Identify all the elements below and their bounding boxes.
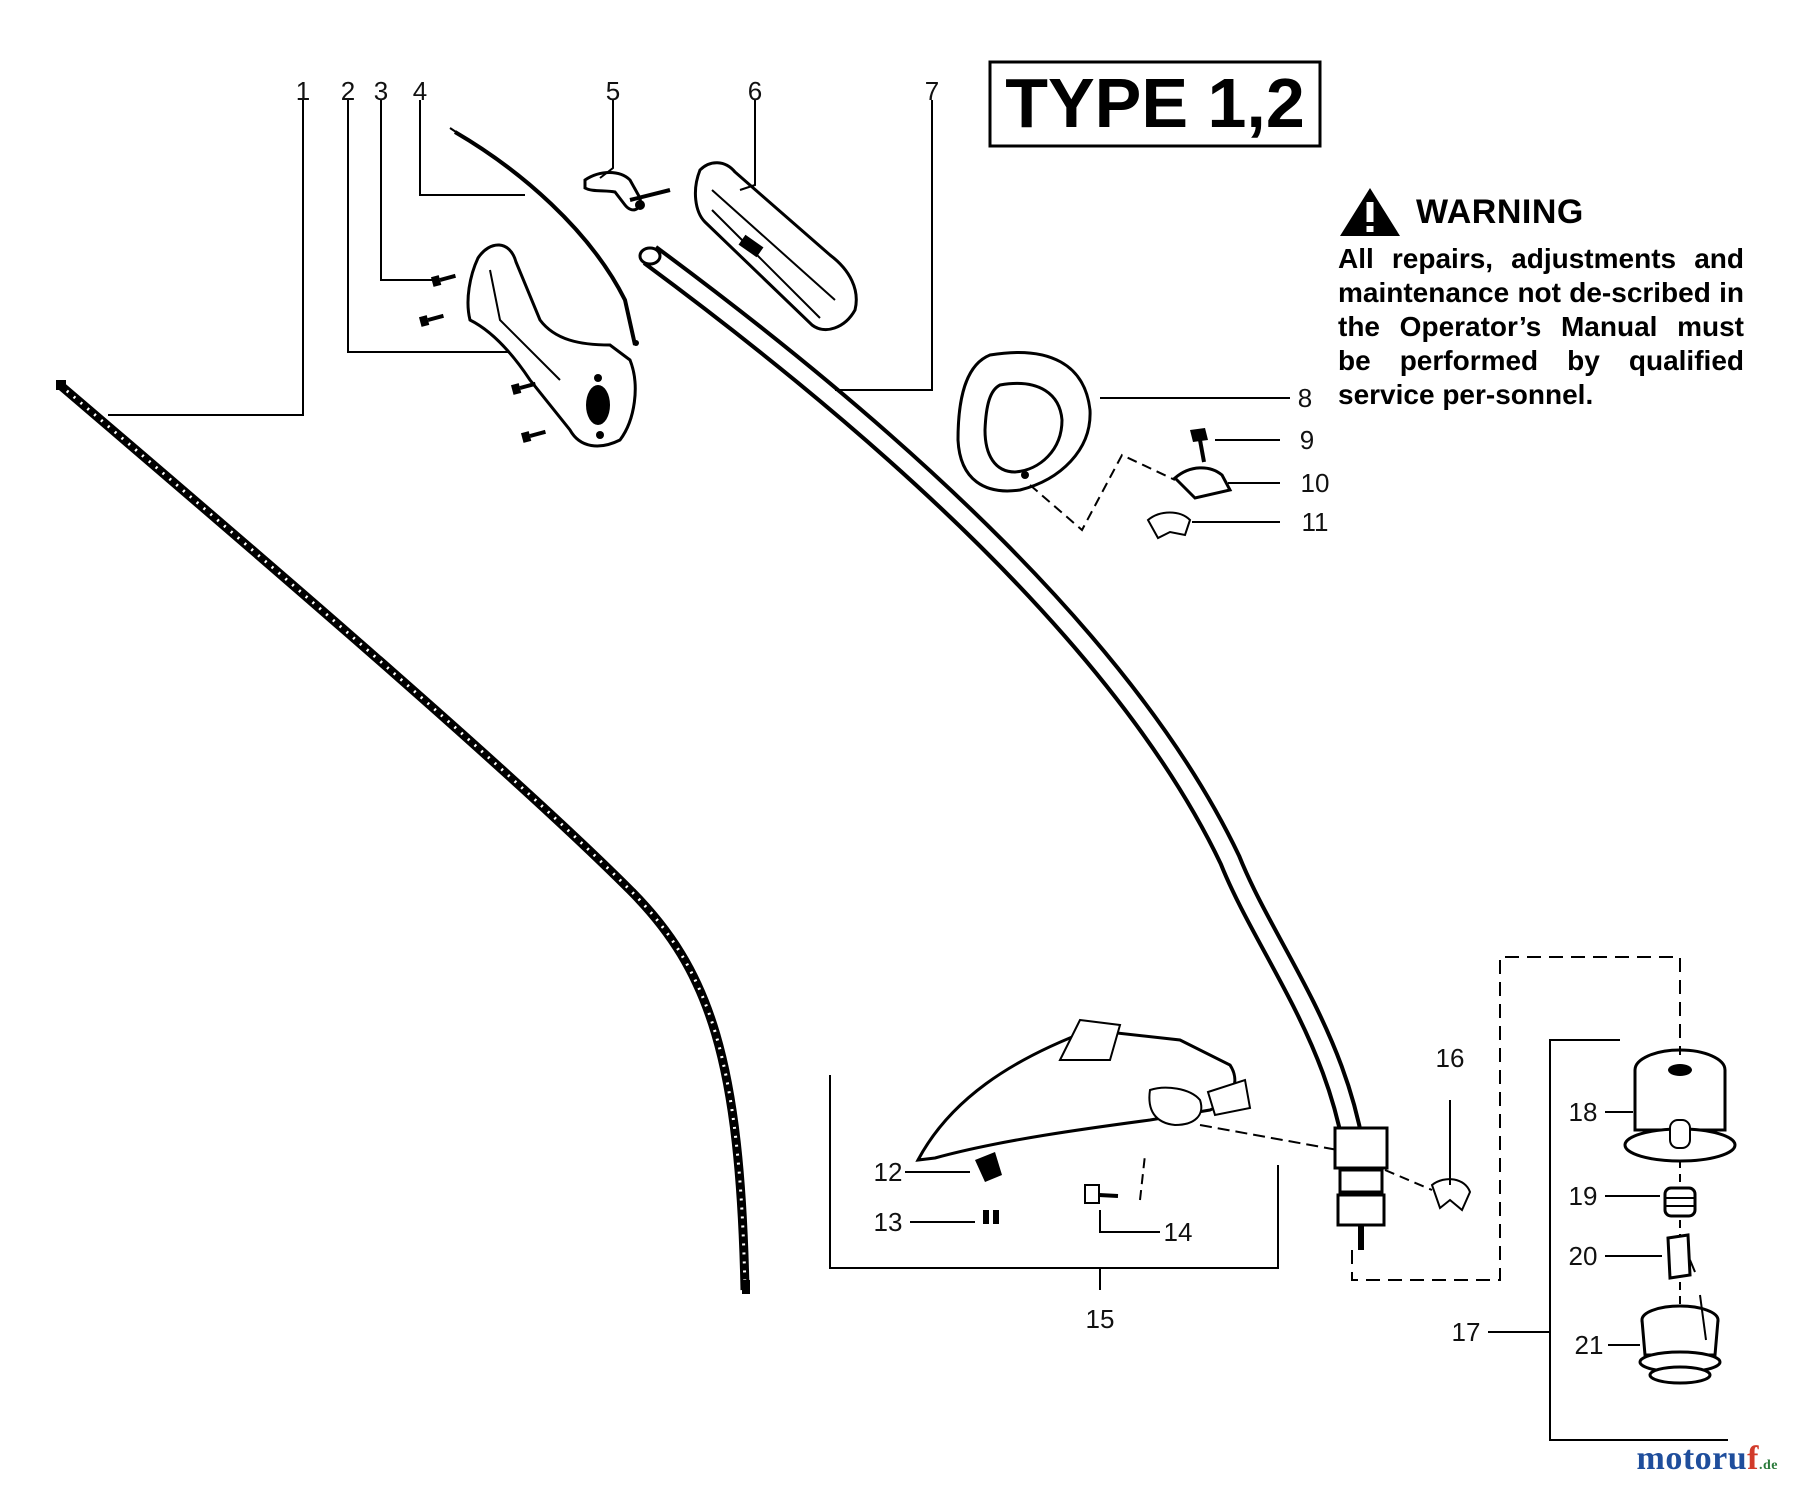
callout-20: 20 (1569, 1241, 1598, 1271)
part-5-throttle-trigger (583, 171, 671, 212)
watermark-tld: .de (1759, 1458, 1778, 1473)
part-10-clamp (1172, 466, 1233, 500)
part-9-bolt (1190, 428, 1208, 463)
warning-heading: WARNING (1338, 186, 1744, 238)
part-20-eyelet (1666, 1233, 1696, 1280)
part-4-throttle-cable (449, 127, 639, 346)
bolt14-dashed-link (1139, 1154, 1146, 1201)
part-19-spring (1663, 1186, 1697, 1218)
callout-15: 15 (1086, 1304, 1115, 1334)
part-6-handle-bracket (693, 161, 858, 331)
part-2-handle-housing (466, 243, 637, 448)
nut16-dashed-link (1384, 1169, 1433, 1191)
callout-13: 13 (874, 1207, 903, 1237)
callout-1: 1 (296, 76, 310, 106)
warning-text: All repairs, adjustments and maintenance… (1338, 243, 1744, 410)
callout-11: 11 (1302, 507, 1329, 537)
callout-3: 3 (374, 76, 388, 106)
watermark-accent: f (1747, 1440, 1759, 1477)
callout-17: 17 (1452, 1317, 1481, 1347)
watermark-logo: motoruf.de (1637, 1440, 1778, 1478)
callout-21: 21 (1575, 1330, 1604, 1360)
part-7-drive-tube (638, 245, 1389, 1250)
warning-block: WARNING All repairs, adjustments and mai… (1338, 186, 1744, 412)
callout-8: 8 (1298, 383, 1312, 413)
part-1-drive-cable (56, 380, 750, 1294)
callout-19: 19 (1569, 1181, 1598, 1211)
part-8-loop-handle (956, 350, 1092, 493)
part-14-bolt (1084, 1184, 1119, 1204)
part-18-spool-housing (1623, 1048, 1737, 1163)
part-12-clip (975, 1152, 1002, 1182)
callout-16: 16 (1436, 1043, 1465, 1073)
callout-2: 2 (341, 76, 355, 106)
part-16-wing-nut (1430, 1178, 1472, 1212)
callout-12: 12 (874, 1157, 903, 1187)
leader-lines (108, 100, 1728, 1441)
callout-14: 14 (1164, 1217, 1193, 1247)
callout-9: 9 (1300, 425, 1314, 455)
head-dashed-frame (1351, 956, 1681, 1281)
type-box: TYPE 1,2 (988, 60, 1322, 148)
part-13-screws (983, 1210, 999, 1224)
warning-title: WARNING (1416, 192, 1584, 231)
callout-5: 5 (606, 76, 620, 106)
part-21-spool (1638, 1294, 1722, 1385)
callout-4: 4 (413, 76, 427, 106)
part-15-shield (915, 1018, 1252, 1162)
callout-7: 7 (925, 76, 939, 106)
callout-10: 10 (1301, 468, 1330, 498)
part-11-wing-nut (1146, 511, 1192, 540)
warning-triangle-icon (1340, 188, 1400, 236)
hardware-dashed-link (1029, 453, 1176, 532)
shield-dashed-link (1199, 1124, 1339, 1151)
callout-6: 6 (748, 76, 762, 106)
type-label: TYPE 1,2 (1005, 64, 1305, 142)
callout-18: 18 (1569, 1097, 1598, 1127)
watermark-main: motoru (1636, 1440, 1748, 1477)
callout-numbers: 1 2 3 4 5 6 7 8 9 10 11 12 13 14 15 16 1… (296, 76, 1604, 1360)
part-3-screws (418, 273, 546, 443)
